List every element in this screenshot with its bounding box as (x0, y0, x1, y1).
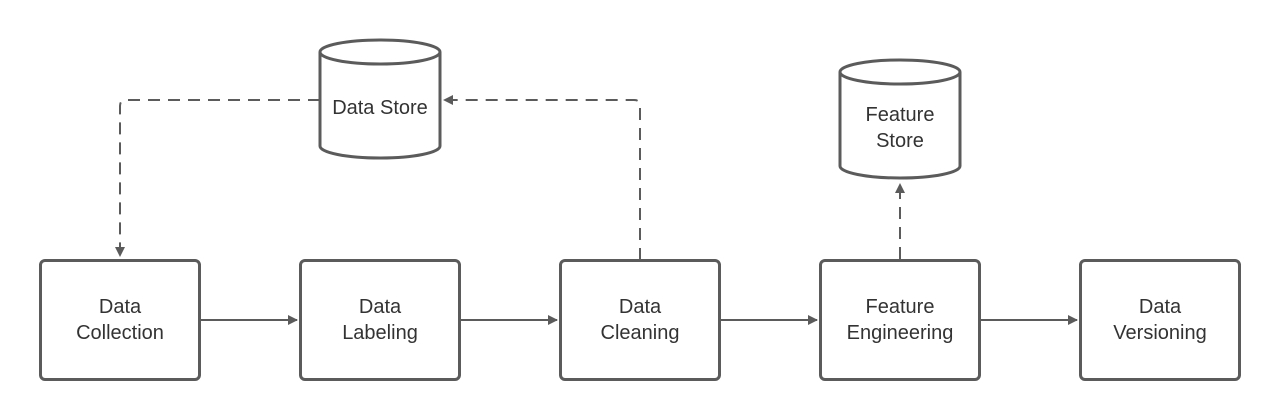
node-feature-engineering: Feature Engineering (819, 259, 981, 381)
node-data-collection: Data Collection (39, 259, 201, 381)
node-data-cleaning: Data Cleaning (559, 259, 721, 381)
data-store-cylinder (318, 38, 442, 160)
feature-store-label: Feature Store (865, 104, 935, 152)
edge-data-store-to-collection (115, 99, 320, 257)
feature-store-cylinder (838, 58, 962, 180)
node-data-labeling: Data Labeling (299, 259, 461, 381)
node-data-versioning: Data Versioning (1079, 259, 1241, 381)
edge-cleaning-to-data-store (443, 95, 641, 260)
data-store-label: Data Store (332, 97, 428, 119)
